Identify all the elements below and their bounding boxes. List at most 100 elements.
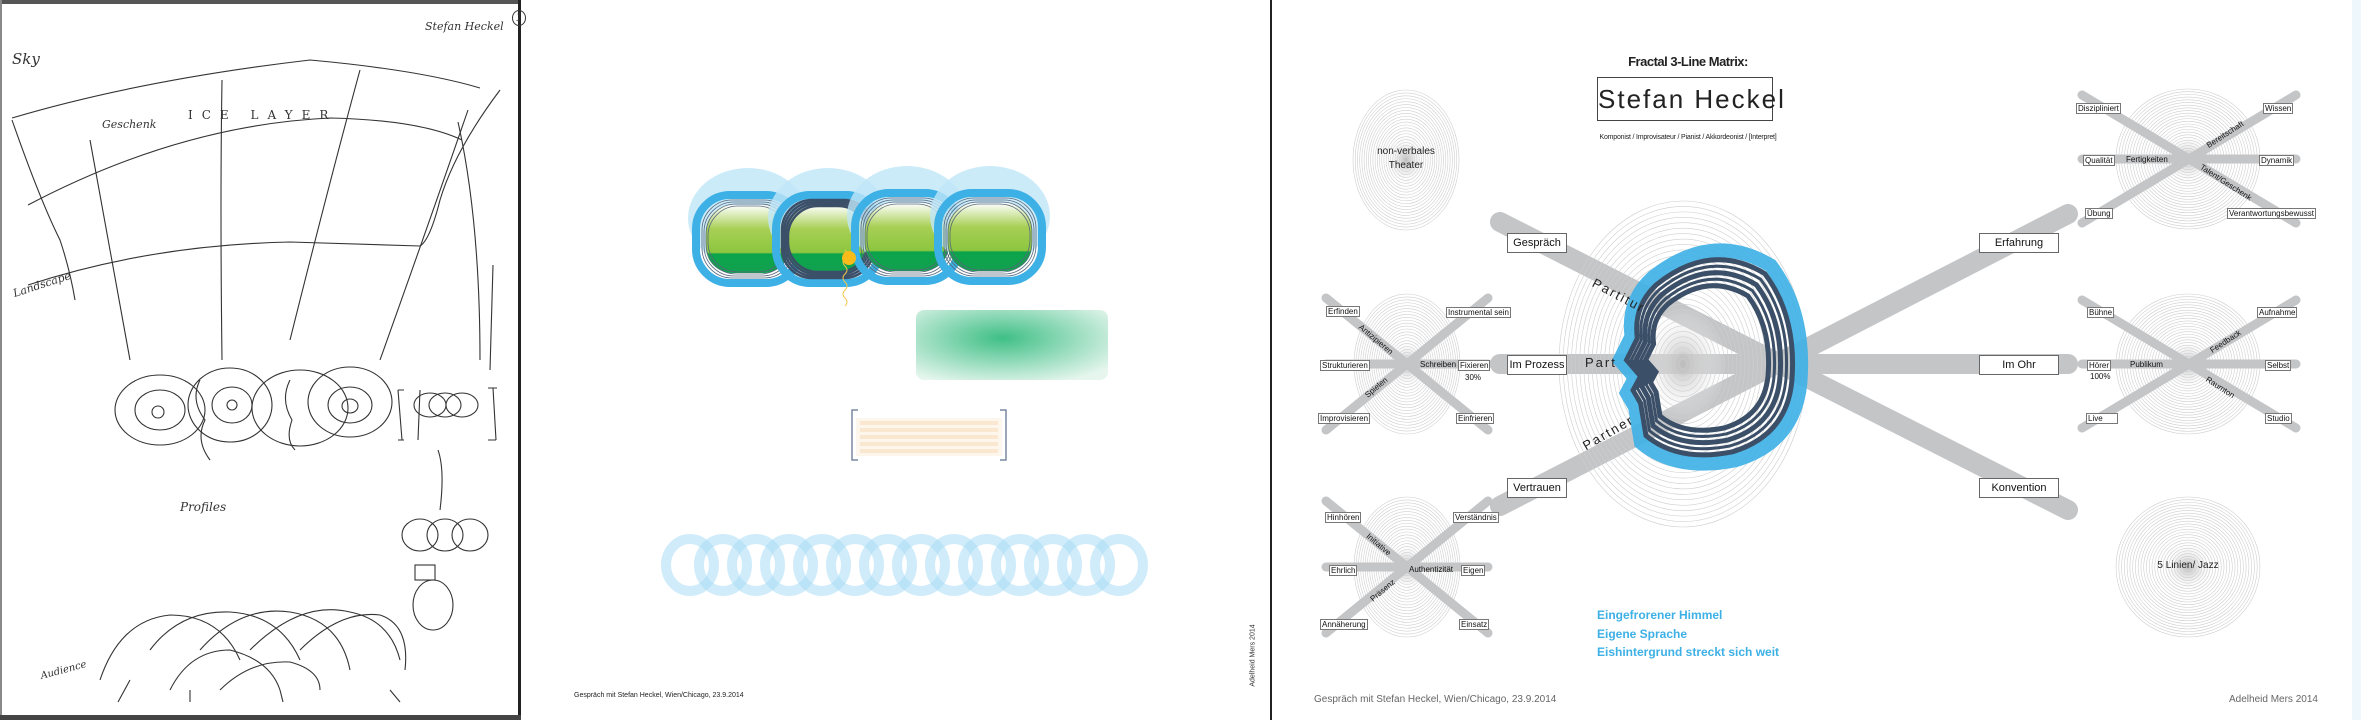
disc-ring [1653, 325, 1713, 403]
publikum-bottom-right: Studio [2265, 413, 2292, 424]
collage-credit: Adelheid Mers 2014 [1249, 624, 1257, 687]
audience-ring [991, 534, 1049, 596]
sketch-page-number: 1 [512, 10, 526, 26]
audience-ring [826, 534, 884, 596]
disc-ring [1670, 347, 1696, 381]
disc-ring [2154, 534, 2222, 600]
disc-ring [1657, 331, 1709, 397]
matrix-title: Fractal 3-Line Matrix: [1628, 54, 1748, 69]
schreiben-left: Strukturieren [1320, 360, 1370, 371]
sketch-label-geschenk: Geschenk [102, 118, 157, 131]
audience-ring [1024, 534, 1082, 596]
disc-ring [1662, 336, 1704, 392]
publikum-center: Publikum [2130, 360, 2163, 369]
head-contour [1642, 283, 1772, 433]
sketch-label-ice-layer: ICE LAYER [188, 108, 338, 122]
disc-ring [2162, 542, 2214, 592]
disc-ring [1363, 104, 1449, 216]
disc-ring [1359, 98, 1453, 222]
disc-ring [1587, 238, 1779, 490]
audience-ring [958, 534, 1016, 596]
disc-ring [2115, 496, 2261, 638]
staff-line [860, 442, 998, 446]
fertigkeiten-top-left: Diszipliniert [2076, 103, 2121, 114]
head-blue-halo [1611, 243, 1809, 471]
disc-ring [1372, 115, 1440, 205]
disc-ring [2121, 502, 2255, 632]
disc-ring [2148, 529, 2228, 605]
axis-gespraech: Gespräch [1507, 233, 1567, 253]
fertigkeiten-left: Qualität [2083, 155, 2115, 166]
axis-erfahrung: Erfahrung [1979, 233, 2059, 253]
fertigkeiten-right: Dynamik [2259, 155, 2295, 166]
disc-ring [1678, 358, 1688, 370]
authentizitaet-bottom-right: Einsatz [1459, 619, 1490, 630]
matrix-roles: Komponist / Improvisateur / Pianist / Ak… [1599, 134, 1777, 141]
disc-ring [2140, 520, 2236, 614]
sketch-signature: Stefan Heckel [425, 20, 504, 33]
audience-ring [793, 534, 851, 596]
head-contour [1633, 270, 1784, 446]
theater-line-2: Theater [1388, 160, 1424, 171]
disc-ring [1357, 95, 1455, 225]
theater-circle [1352, 89, 1460, 231]
head-contour [1623, 257, 1796, 458]
disc-ring [2179, 558, 2197, 576]
disc-ring [1666, 341, 1700, 387]
disc-ring [1365, 107, 1447, 213]
disc-ring [2124, 504, 2252, 630]
authentizitaet-right: Eigen [1461, 565, 1486, 576]
authentizitaet-top-left: Hinhören [1325, 512, 1362, 523]
authentizitaet-bottom-left: Annäherung [1320, 619, 1368, 630]
sketch-label-profiles: Profiles [180, 500, 227, 514]
sketch-page [0, 0, 521, 720]
disc-core [2162, 542, 2214, 592]
disc-ring [1352, 89, 1460, 231]
disc-ring [1388, 136, 1424, 184]
matrix-bands [1490, 204, 2078, 520]
jazz-circle [2115, 496, 2261, 638]
schreiben-right: Fixieren [1458, 360, 1491, 371]
disc-ring [2146, 526, 2230, 608]
fertigkeiten-top-right: Wissen [2263, 103, 2294, 114]
profile-heads [688, 166, 1050, 287]
audience-ring [727, 534, 785, 596]
disc-ring [1399, 150, 1413, 170]
head-landscape [948, 203, 1032, 271]
disc-ring [2126, 507, 2250, 627]
publikum-top-right: Aufnahme [2257, 307, 2298, 318]
disc-ring [1368, 110, 1444, 210]
audience-ring [925, 534, 983, 596]
fertigkeiten-bottom-left: Übung [2085, 208, 2113, 219]
audience-ring [1057, 534, 1115, 596]
audience-ring [859, 534, 917, 596]
collage-caption: Gespräch mit Stefan Heckel, Wien/Chicago… [574, 692, 744, 699]
sun-dot [842, 251, 856, 265]
axis-im-prozess: Im Prozess [1507, 355, 1567, 375]
staff-line [860, 428, 998, 432]
matrix-name-box: Stefan Heckel [1597, 77, 1784, 121]
schreiben-top-left: Erfinden [1326, 306, 1360, 317]
sketch-label-sky: Sky [12, 50, 40, 68]
publikum-left: Hörer [2087, 360, 2112, 371]
disc-ring [1385, 133, 1427, 187]
disc-ring [2171, 550, 2205, 584]
publikum-bottom-left: Live [2086, 413, 2118, 424]
schreiben-right-value: 30% [1465, 373, 1482, 382]
jazz-circle-label: 5 Linien/ Jazz [2157, 560, 2219, 571]
staff-line [860, 421, 998, 425]
central-profile-head [1611, 243, 1809, 471]
audience-ring [760, 534, 818, 596]
audience-ring [694, 534, 752, 596]
audience-ring [661, 534, 719, 596]
audience-ring [1090, 534, 1148, 596]
blue-note-3: Eishintergrund streckt sich weit [1597, 645, 1780, 659]
disc-ring [2173, 553, 2203, 581]
audience-rings [661, 534, 1148, 596]
staff-line [860, 435, 998, 439]
disc-ring [1394, 145, 1418, 175]
disc-ring [1374, 118, 1438, 202]
schreiben-top-right: Instrumental sein [1446, 307, 1511, 318]
